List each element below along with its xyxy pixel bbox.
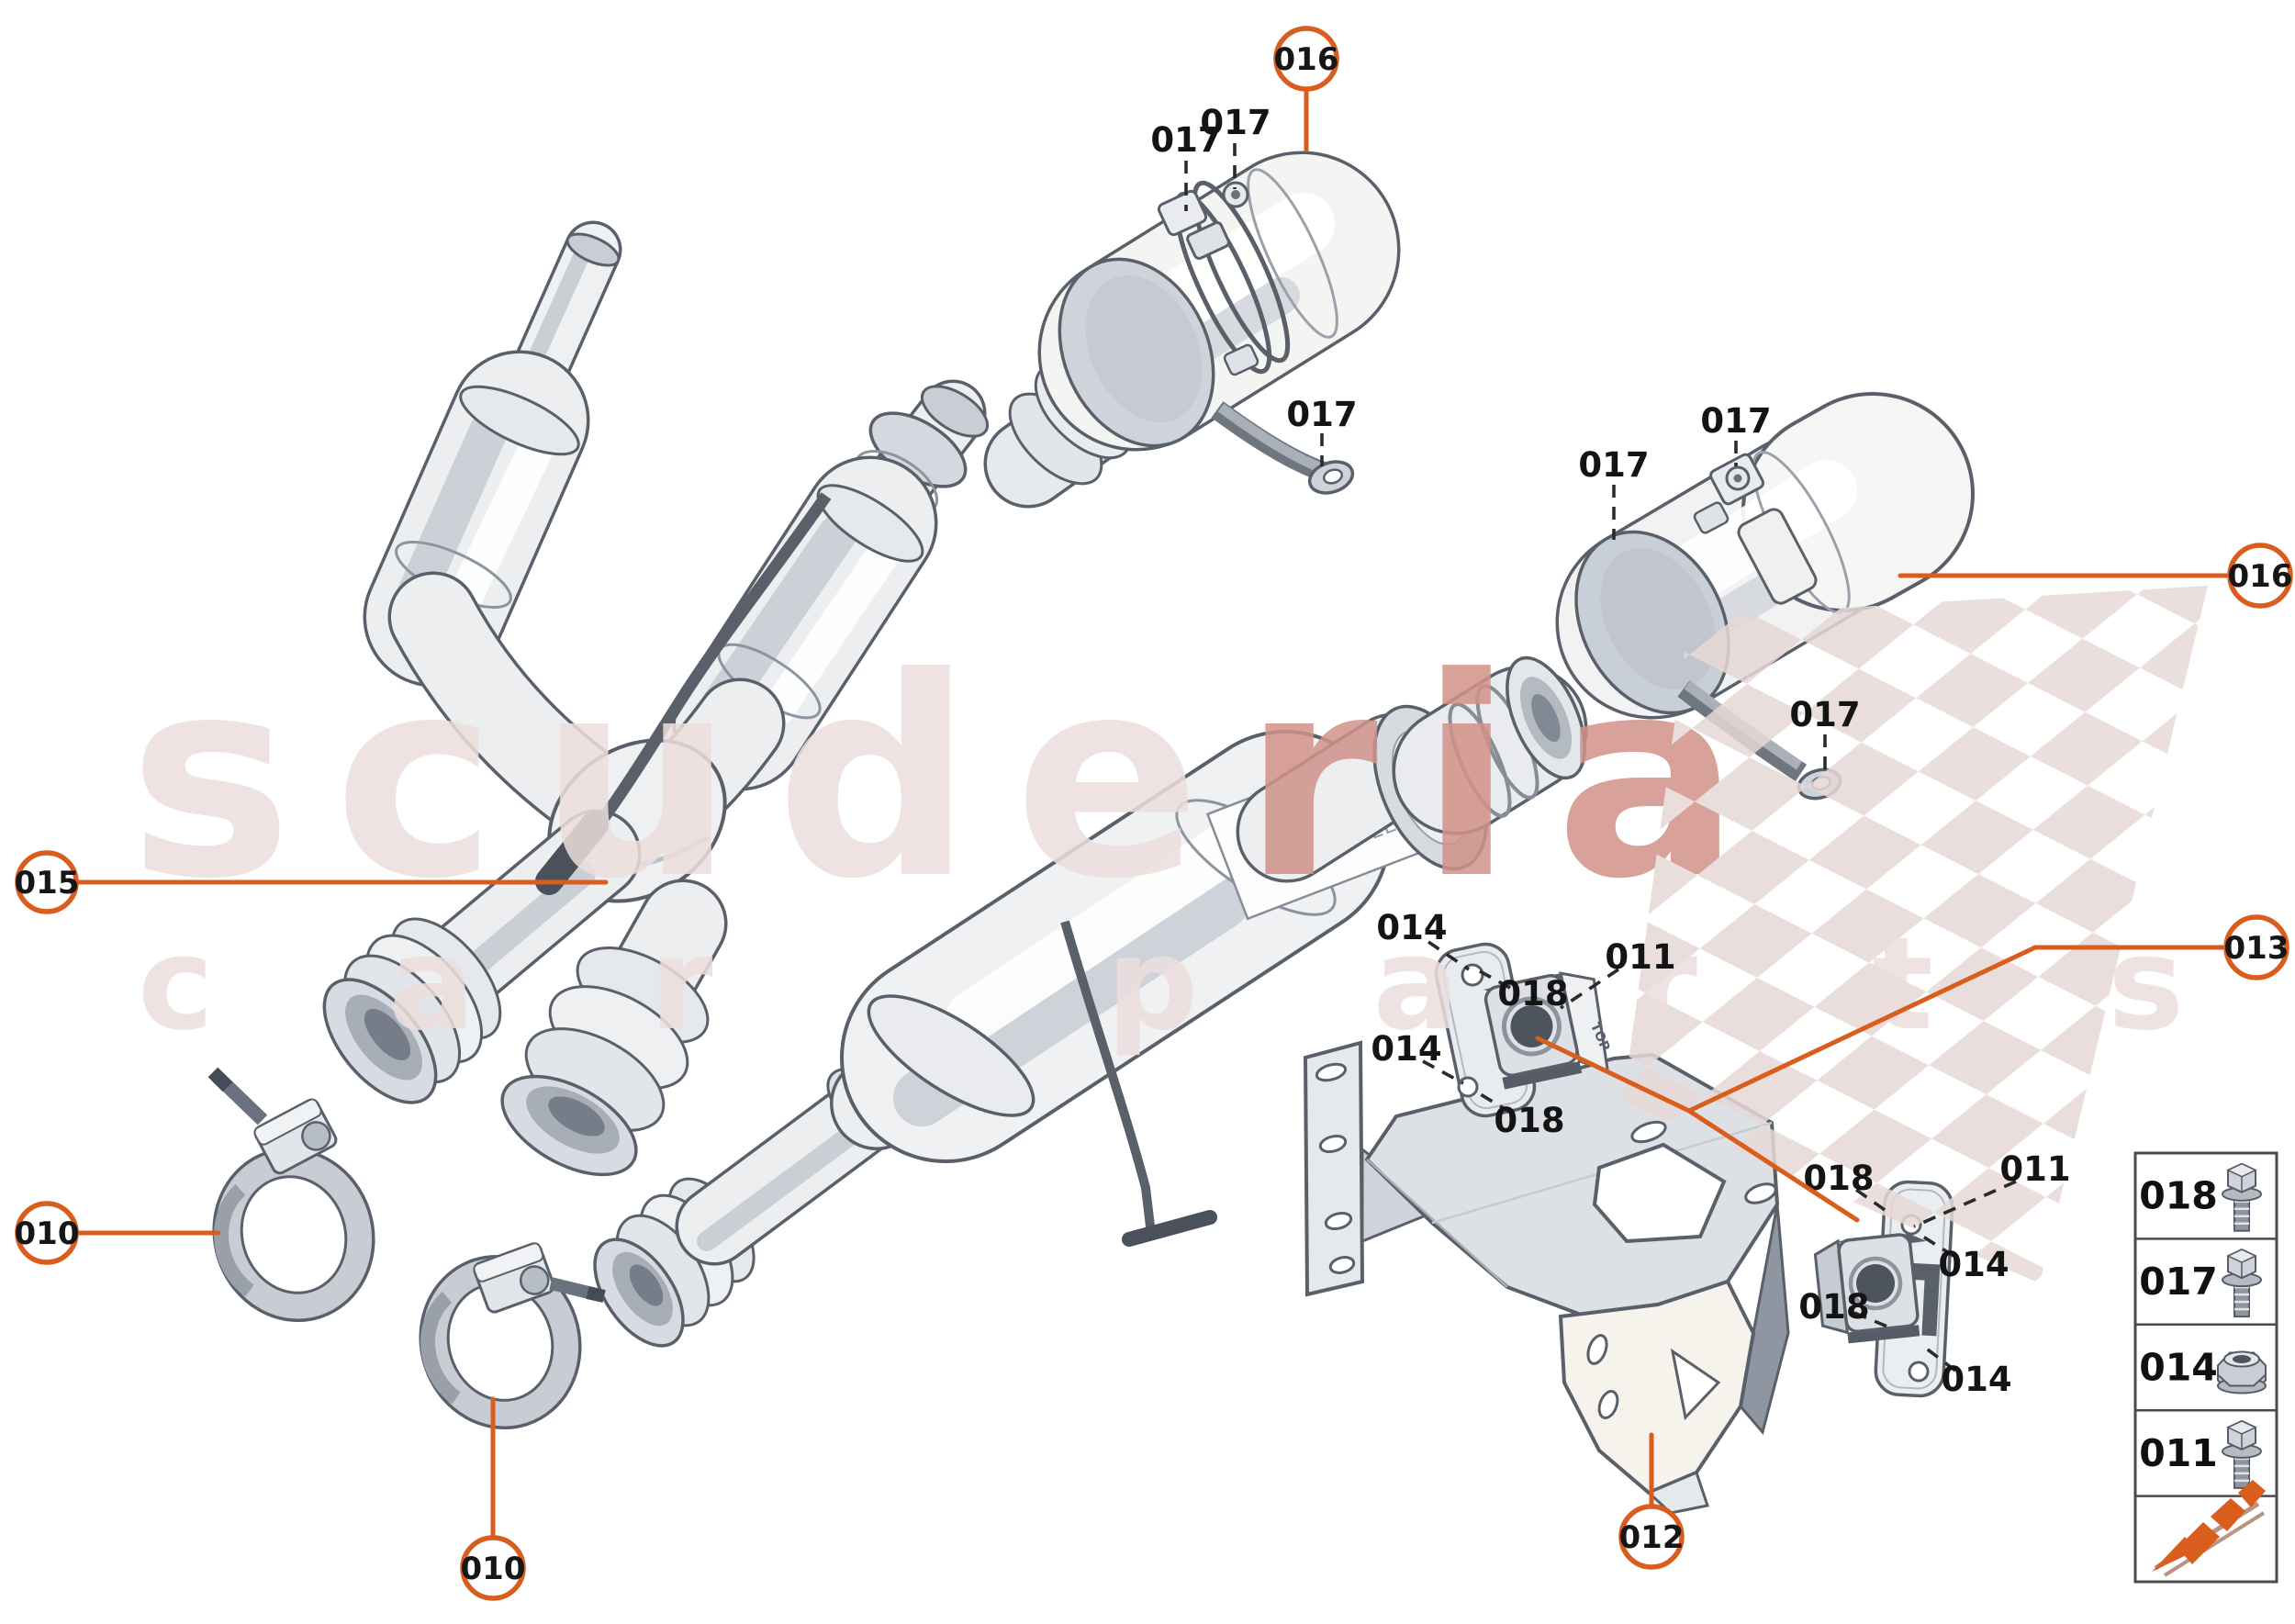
part-label-017: 017 (1286, 395, 1358, 466)
part-label-017: 017 (1150, 120, 1222, 211)
exhaust-clamp-illustration (419, 1242, 606, 1430)
part-label-017: 017 (1700, 401, 1772, 466)
part-label-014: 014 (1919, 1342, 2012, 1399)
part-number-text: 017 (1286, 395, 1357, 434)
part-label-011: 011 (1913, 1149, 2071, 1228)
leader-line (1427, 940, 1471, 971)
leader-line (1854, 1188, 1889, 1214)
leader-line (1853, 1311, 1888, 1328)
leader-line (1913, 1180, 2017, 1228)
fasteners-legend: 018 017 014 011 (2133, 1151, 2278, 1584)
part-label-018: 018 (1479, 969, 1569, 1014)
legend-row-014: 014 (2135, 1323, 2277, 1394)
legend-part-number: 014 (2139, 1346, 2218, 1390)
exhaust-clamp-illustration (207, 1067, 375, 1323)
callout-line (1535, 1036, 1692, 1114)
callout-circle[interactable] (2227, 543, 2293, 609)
scuderia-arrows-logo (2152, 1480, 2266, 1577)
callout-number: 015 (15, 865, 80, 902)
callout-015[interactable]: 015 (15, 850, 609, 914)
part-number-text: 018 (1497, 974, 1568, 1014)
leader-line (1473, 1089, 1512, 1114)
part-label-014: 014 (1371, 1029, 1464, 1085)
callout-circle[interactable] (460, 1535, 526, 1601)
top-silencer-illustration (983, 151, 1401, 509)
leader-line (1918, 1232, 1954, 1258)
part-number-text: 014 (1938, 1245, 2009, 1284)
legend-part-number: 011 (2139, 1431, 2218, 1475)
scuderia-watermark: scuderia car parts (129, 586, 2208, 1283)
nut-icon (2217, 1350, 2267, 1394)
part-number-text: 011 (1605, 937, 1675, 977)
callout-012[interactable]: 012 (1618, 1432, 1685, 1570)
watermark-brand-pale: scude (129, 619, 1242, 939)
part-label-018: 018 (1798, 1287, 1888, 1328)
part-number-text: 018 (1494, 1101, 1564, 1140)
callout-number: 010 (461, 1551, 526, 1587)
callout-number: 016 (2228, 558, 2293, 595)
part-label-014: 014 (1376, 908, 1471, 971)
part-label-018: 018 (1473, 1089, 1565, 1140)
legend-row-011: 011 (2135, 1408, 2277, 1490)
part-label-017: 017 (1200, 103, 1271, 189)
callout-circle[interactable] (15, 850, 79, 914)
part-number-text: 017 (1150, 120, 1221, 160)
legend-row-018: 018 (2139, 1162, 2263, 1232)
part-label-011: 011 (1560, 937, 1676, 1010)
part-number-text: 014 (1941, 1360, 2011, 1399)
legend-part-number: 018 (2139, 1174, 2218, 1218)
leader-line (1422, 1059, 1464, 1085)
callout-016[interactable]: 016 (1898, 543, 2293, 609)
part-number-text: 014 (1376, 908, 1447, 947)
callout-circle[interactable] (1618, 1504, 1685, 1570)
part-number-text: 014 (1371, 1029, 1441, 1069)
right-silencer-illustration (1555, 392, 1975, 801)
leader-line (1560, 968, 1619, 1010)
callout-016[interactable]: 016 (1273, 26, 1339, 152)
center-catalytic-pipe-illustration: LESBAR / READABLE (593, 655, 1588, 1348)
callout-balloons: 016 016 015 013 010 010 012 (15, 26, 2293, 1601)
callout-number: 012 (1619, 1519, 1685, 1556)
part-number-text: 017 (1578, 445, 1649, 485)
leader-line (1479, 969, 1511, 990)
callout-line (1686, 1108, 1860, 1223)
callout-number: 013 (2224, 930, 2289, 967)
part-number-text: 011 (1999, 1149, 2070, 1189)
part-number-text: 017 (1789, 695, 1860, 734)
part-label-014: 014 (1918, 1232, 2010, 1284)
left-catalytic-y-pipe-illustration (322, 220, 990, 1177)
part-number-text: 017 (1700, 401, 1771, 441)
checkered-flag-watermark (1623, 586, 2208, 1283)
watermark-brand: scuderia (129, 619, 1782, 939)
leader-line (1919, 1342, 1957, 1372)
callout-number: 016 (1274, 41, 1339, 78)
rubber-mount-illustration: TOP (1434, 942, 1612, 1118)
callout-010[interactable]: 010 (15, 1201, 221, 1265)
legend-row-017: 017 (2135, 1238, 2277, 1318)
legend-part-number: 017 (2139, 1260, 2218, 1304)
callout-circle[interactable] (15, 1201, 79, 1265)
part-number-text: 017 (1200, 103, 1271, 142)
part-label-017: 017 (1578, 445, 1650, 540)
part-label-017: 017 (1789, 695, 1861, 777)
callout-number: 010 (15, 1215, 80, 1252)
callout-013[interactable]: 013 (1535, 914, 2289, 1223)
rubber-mount-illustration (1813, 1180, 1954, 1398)
part-number-text: 018 (1798, 1287, 1869, 1327)
callout-circle[interactable] (1273, 26, 1339, 92)
callout-circle[interactable] (2223, 914, 2289, 980)
callout-010[interactable]: 010 (460, 1396, 526, 1601)
callout-line (1686, 945, 2038, 1114)
